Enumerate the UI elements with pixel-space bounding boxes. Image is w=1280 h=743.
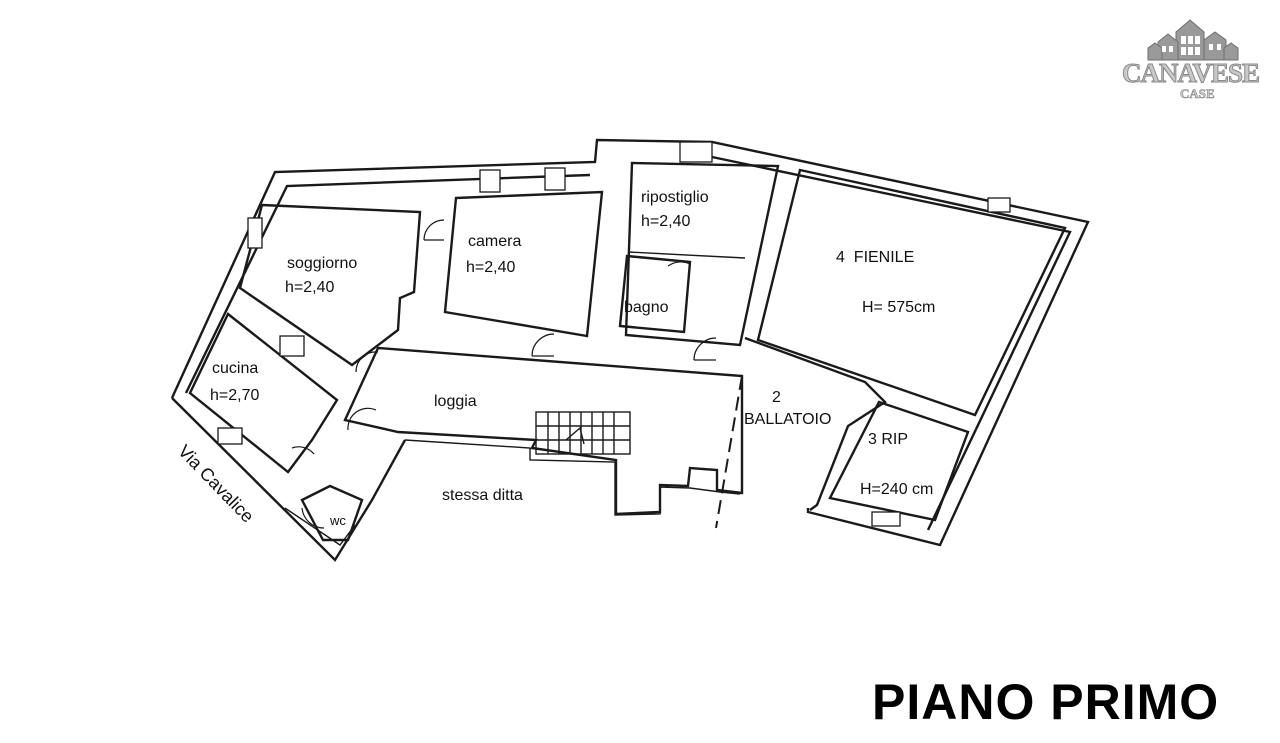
label-ripostiglio-height: h=2,40 — [641, 213, 690, 230]
label-street: Via Cavalice — [174, 441, 258, 527]
room-ballatoio — [744, 336, 887, 511]
label-fienile-height: H= 575cm — [862, 299, 935, 316]
room-fienile — [756, 168, 1067, 417]
logo-brand-name: CANAVESE — [1122, 58, 1259, 88]
page-title: PIANO PRIMO — [872, 674, 1220, 730]
doors — [291, 219, 717, 529]
label-cucina: cucina — [212, 360, 258, 377]
label-ripostiglio: ripostiglio — [641, 189, 709, 206]
room-wc — [300, 484, 364, 542]
room-ripostiglio — [624, 161, 780, 347]
label-camera: camera — [468, 233, 521, 250]
label-wc: wc — [329, 513, 346, 528]
dashed-boundary — [715, 375, 743, 529]
label-ballatoio-number: 2 — [772, 389, 781, 406]
label-camera-height: h=2,40 — [466, 259, 515, 276]
room-labels: soggiorno h=2,40 camera h=2,40 ripostigl… — [174, 189, 935, 528]
label-cucina-height: h=2,70 — [210, 387, 259, 404]
label-stessa-ditta: stessa ditta — [442, 487, 523, 504]
windows — [217, 141, 1011, 527]
canavese-case-logo: CANAVESE CASE — [1122, 19, 1261, 101]
label-bagno: bagno — [624, 299, 669, 316]
label-rip-height: H=240 cm — [860, 481, 933, 498]
stairs-icon — [535, 411, 631, 455]
label-soggiorno: soggiorno — [287, 255, 357, 272]
label-ballatoio: BALLATOIO — [744, 411, 831, 428]
label-fienile: 4 FIENILE — [836, 249, 914, 266]
label-rip: 3 RIP — [868, 431, 908, 448]
room-cucina — [188, 312, 339, 474]
room-loggia — [343, 346, 744, 516]
room-bagno — [618, 254, 692, 334]
room-soggiorno — [238, 203, 422, 367]
label-loggia: loggia — [434, 393, 477, 410]
room-camera — [443, 190, 604, 338]
room-rip — [828, 400, 970, 522]
label-soggiorno-height: h=2,40 — [285, 279, 334, 296]
window-icons — [1162, 36, 1221, 55]
logo-brand-sub: CASE — [1180, 86, 1215, 101]
stessa-ditta-boundary — [404, 439, 741, 516]
